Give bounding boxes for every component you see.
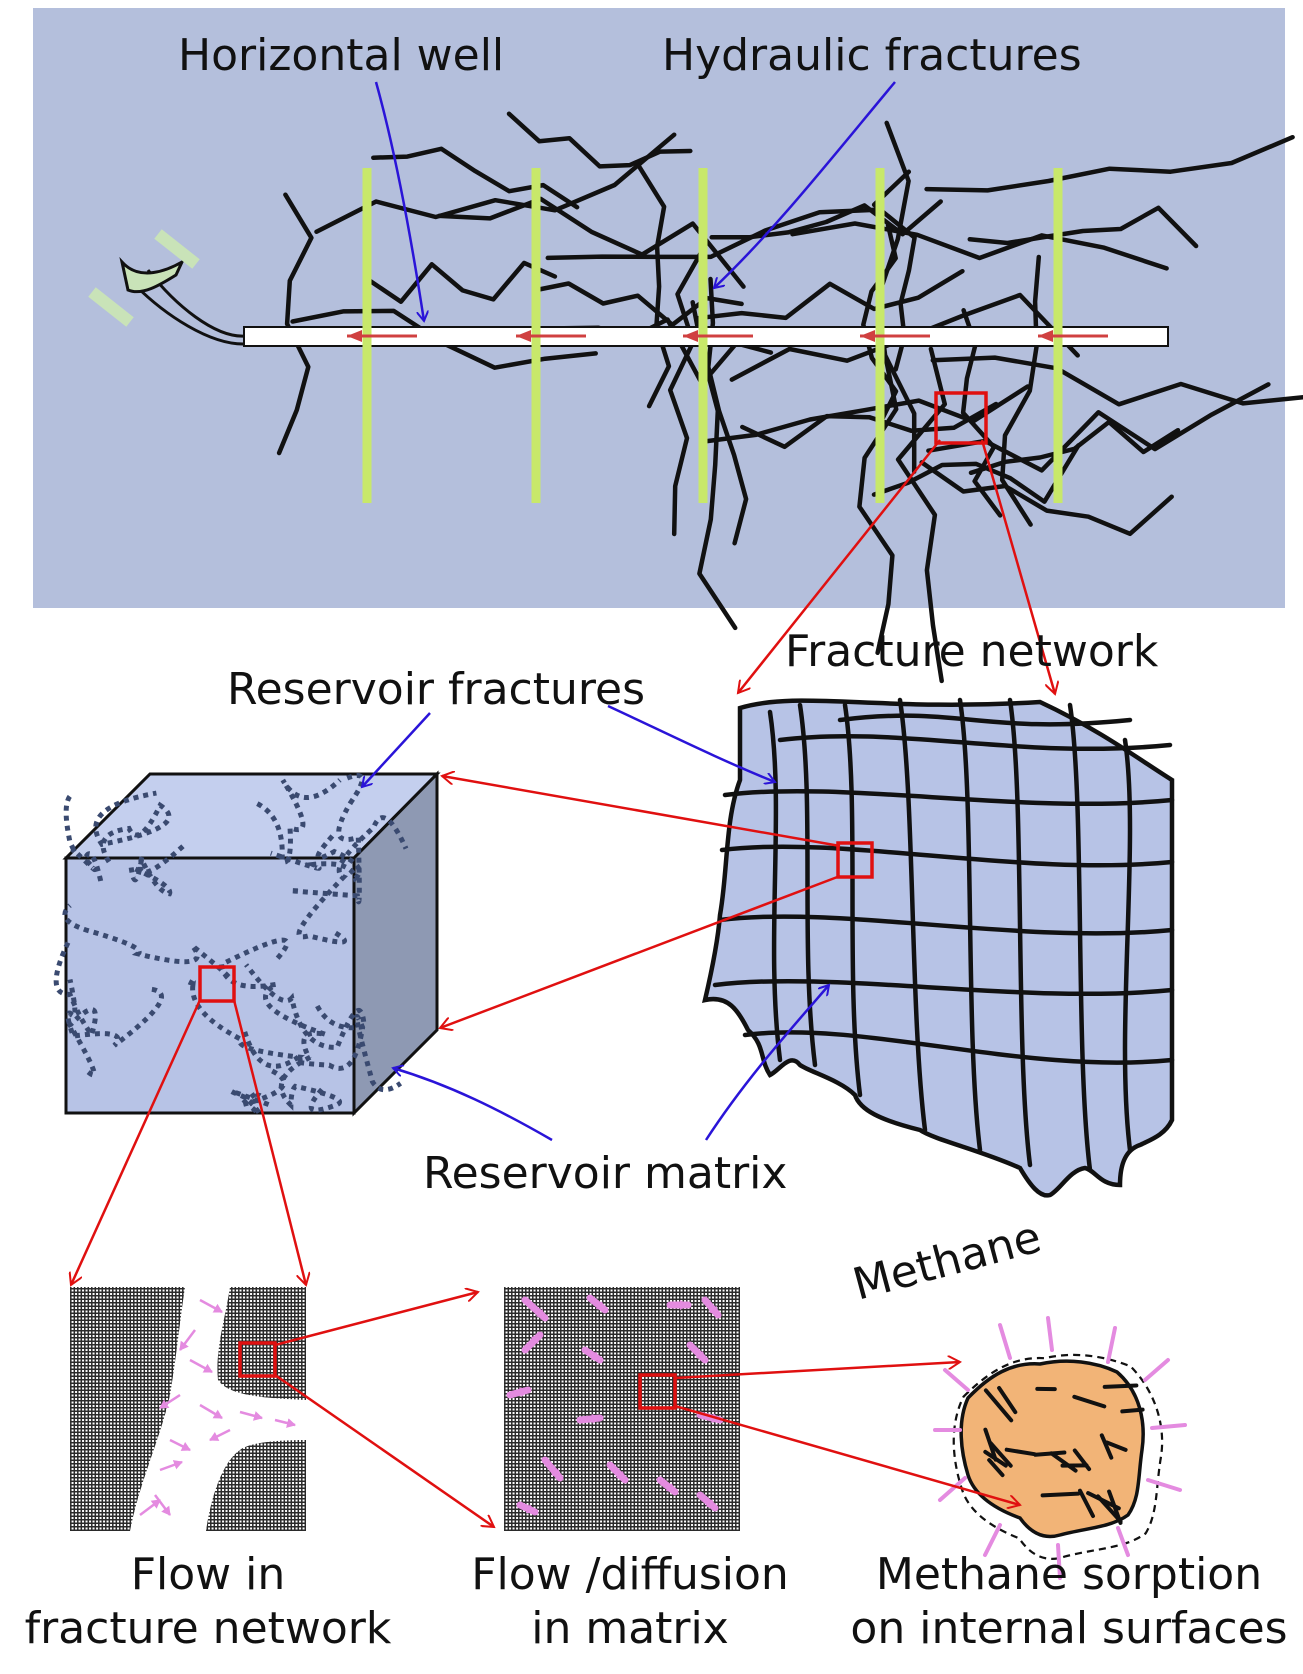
caption-methane-sorption-line1: Methane sorption [838, 1548, 1300, 1602]
methane-arrow-icon [1152, 1425, 1185, 1428]
caption-methane-sorption: Methane sorption on internal surfaces [838, 1548, 1300, 1655]
fracture-network-block [705, 700, 1172, 1195]
sorption-surface-stroke [1122, 1410, 1142, 1412]
caption-flow-matrix: Flow /diffusion in matrix [455, 1548, 805, 1655]
fracture-network-label: Fracture network [785, 630, 1158, 674]
caption-flow-matrix-line2: in matrix [455, 1602, 805, 1656]
reservoir-matrix-cube [56, 774, 437, 1113]
caption-methane-sorption-line2: on internal surfaces [838, 1602, 1300, 1656]
methane-arrow-icon [1108, 1328, 1115, 1362]
caption-flow-fracture-line2: fracture network [18, 1602, 398, 1656]
methane-arrow-icon [945, 1370, 968, 1390]
reservoir-fractures-label: Reservoir fractures [227, 668, 645, 712]
methane-arrow-icon [1145, 1360, 1168, 1380]
methane-arrow-icon [1000, 1325, 1010, 1358]
hydraulic-fractures-label: Hydraulic fractures [662, 34, 1082, 78]
sorption-surface-stroke [1043, 1494, 1079, 1496]
caption-flow-fracture-line1: Flow in [18, 1548, 398, 1602]
fracture-flow-panel [70, 1287, 306, 1531]
matrix-diffusion-panel [504, 1287, 740, 1531]
methane-particle [935, 1318, 1185, 1578]
sorption-surface-stroke [1105, 1386, 1137, 1387]
caption-flow-fracture: Flow in fracture network [18, 1548, 398, 1655]
diffusion-arrow-icon [510, 1390, 528, 1395]
horizontal-well-label: Horizontal well [178, 34, 504, 78]
caption-flow-matrix-line1: Flow /diffusion [455, 1548, 805, 1602]
methane-arrow-icon [1148, 1480, 1180, 1490]
diffusion-arrow-icon [580, 1418, 600, 1420]
methane-label: Methane [848, 1212, 1047, 1311]
reservoir-matrix-label: Reservoir matrix [423, 1152, 787, 1196]
methane-arrow-icon [1048, 1318, 1052, 1350]
